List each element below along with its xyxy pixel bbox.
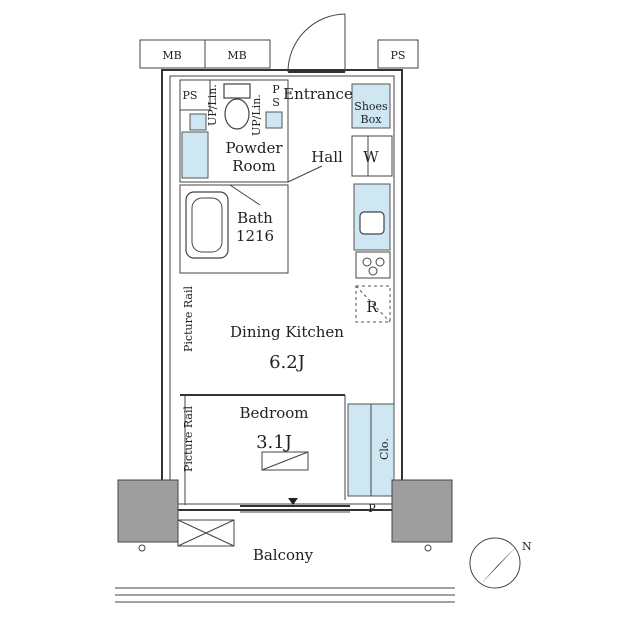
bedroom-size: 3.1J — [256, 432, 292, 453]
entry-storage — [351, 83, 393, 177]
dining-kitchen-label: Dining Kitchen — [230, 323, 344, 341]
balcony-window[interactable] — [240, 498, 350, 513]
kitchen-counter — [353, 183, 391, 323]
bedroom-label: Bedroom — [240, 404, 309, 422]
picture-rail-label-2: Picture Rail — [182, 406, 195, 472]
picture-rail-label-1: Picture Rail — [182, 286, 195, 352]
top-shafts — [139, 39, 419, 69]
partitions — [180, 272, 395, 505]
entrance-label: Entrance — [283, 85, 353, 103]
p-label: P — [368, 502, 376, 515]
mb-label-1: MB — [162, 49, 181, 62]
balcony — [115, 519, 455, 603]
mb-label-2: MB — [227, 49, 246, 62]
balcony-label: Balcony — [253, 546, 314, 564]
columns — [117, 479, 453, 543]
w-label: W — [363, 148, 379, 166]
closet-label: Clo. — [378, 438, 391, 460]
ps-top-label: PS — [391, 49, 406, 62]
hall-label: Hall — [311, 148, 343, 166]
refrigerator-label: R — [366, 298, 378, 316]
powder-room — [179, 79, 323, 183]
dining-kitchen-size: 6.2J — [269, 352, 305, 373]
compass-north-label: N — [522, 540, 532, 553]
exterior-walls — [161, 69, 403, 511]
bath — [179, 184, 289, 274]
up-lin-label-2: UP/Lin. — [250, 94, 263, 136]
compass-icon: N — [469, 537, 532, 589]
up-lin-label-1: UP/Lin. — [206, 84, 219, 126]
entrance-door[interactable] — [287, 13, 346, 73]
ps-left-label: PS — [183, 89, 198, 102]
